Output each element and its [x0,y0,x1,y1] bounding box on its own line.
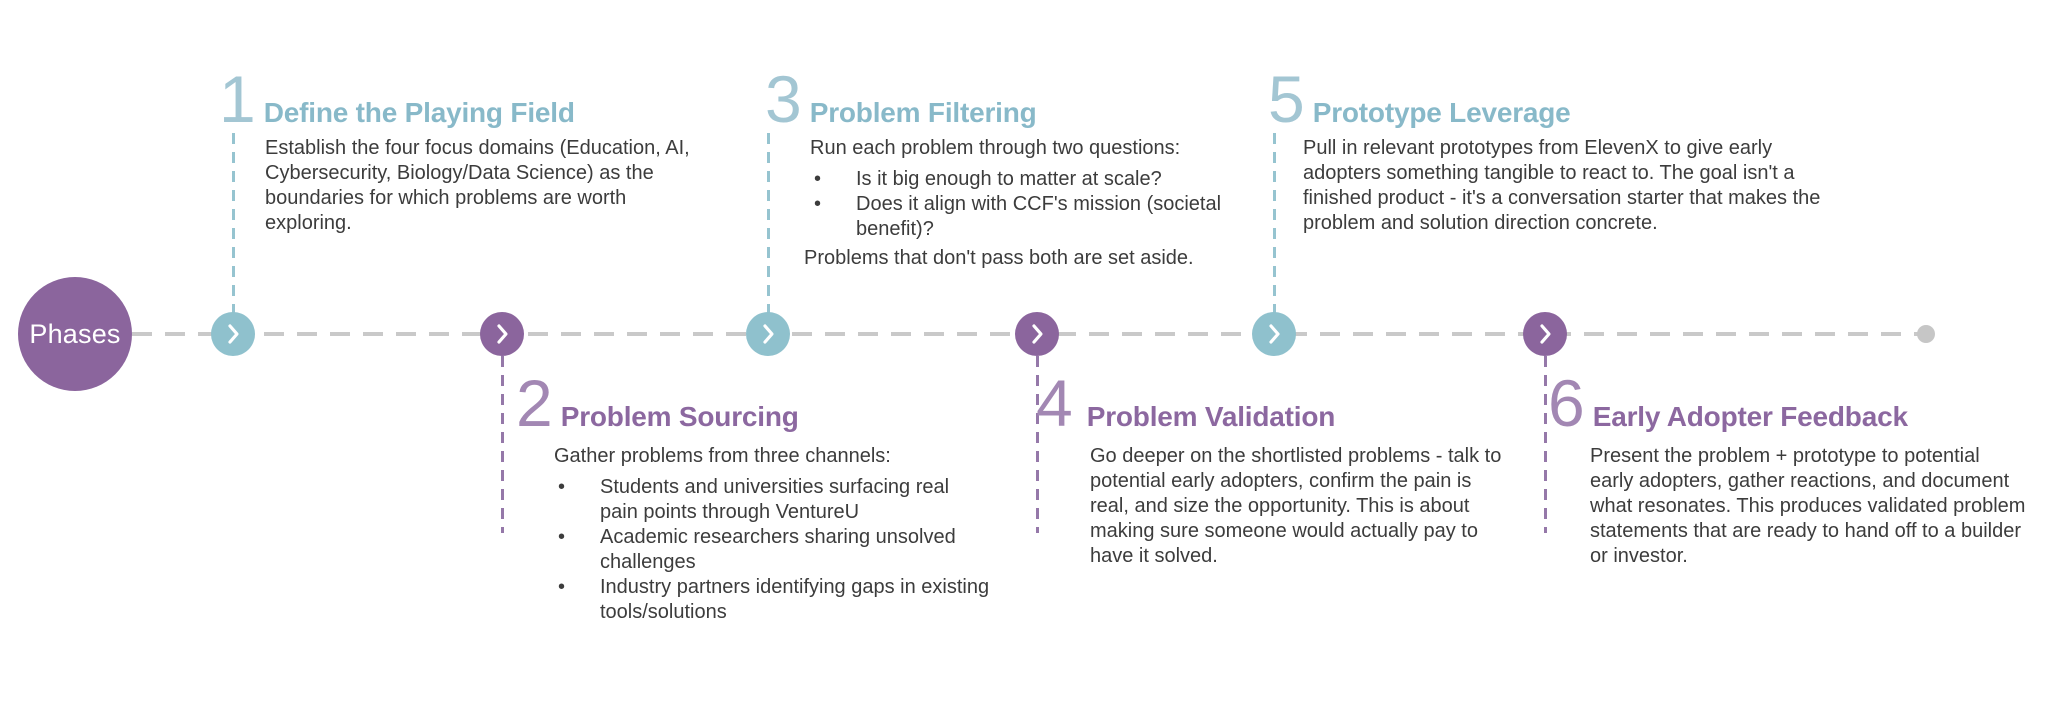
phase-5-title: Prototype Leverage [1312,97,1571,128]
phase-1-number: 1 [219,62,256,136]
bullet-item: Does it align with CCF's mission (societ… [810,192,1270,242]
phase-2-heading: 2 Problem Sourcing [516,370,990,436]
phase-3-block: 3 Problem Filtering Run each problem thr… [765,66,1270,271]
connector-phase-5 [1272,133,1276,313]
phase-2-number: 2 [516,366,553,440]
phases-label-circle: Phases [18,277,132,391]
connector-phase-1 [231,133,235,313]
phase-4-number: 4 [1036,366,1073,440]
phase-3-description: Run each problem through two questions: … [804,136,1270,271]
phase-3-title: Problem Filtering [809,97,1037,128]
phase-2-intro: Gather problems from three channels: [554,445,891,467]
phase-6-heading: 6 Early Adopter Feedback [1548,370,2028,436]
phase-3-bullet-list: Is it big enough to matter at scale? Doe… [810,167,1270,242]
phase-1-block: 1 Define the Playing Field Establish the… [219,66,697,236]
connector-phase-6 [1543,356,1547,533]
phase-4-description: Go deeper on the shortlisted problems - … [1090,445,1502,567]
timeline-node-2 [480,312,524,356]
phase-6-block: 6 Early Adopter Feedback Present the pro… [1548,370,2028,569]
chevron-right-icon [1540,324,1551,344]
phase-2-description: Gather problems from three channels: Stu… [554,444,990,625]
phase-3-heading: 3 Problem Filtering [765,66,1270,132]
phase-4-block: 4 Problem Validation Go deeper on the sh… [1036,370,1515,569]
timeline-node-5 [1252,312,1296,356]
phase-5-heading: 5 Prototype Leverage [1268,66,1823,132]
phase-6-number: 6 [1548,366,1585,440]
phase-2-block: 2 Problem Sourcing Gather problems from … [516,370,990,625]
chevron-right-icon [497,324,508,344]
phase-3-footnote: Problems that don't pass both are set as… [804,247,1194,269]
phase-2-title: Problem Sourcing [560,401,799,432]
connector-phase-3 [766,133,770,313]
timeline-node-6 [1523,312,1567,356]
phase-1-title: Define the Playing Field [263,97,575,128]
phase-2-bullet-list: Students and universities surfacing real… [554,475,990,625]
bullet-item: Students and universities surfacing real… [554,475,990,525]
phase-3-intro: Run each problem through two questions: [810,137,1181,159]
phase-1-heading: 1 Define the Playing Field [219,66,697,132]
bullet-item: Industry partners identifying gaps in ex… [554,575,990,625]
phase-4-title: Problem Validation [1086,401,1336,432]
chevron-right-icon [228,324,239,344]
phase-1-description: Establish the four focus domains (Educat… [265,137,690,234]
timeline-node-4 [1015,312,1059,356]
phase-5-number: 5 [1268,62,1305,136]
chevron-right-icon [763,324,774,344]
phase-3-number: 3 [765,62,802,136]
bullet-item: Academic researchers sharing unsolved ch… [554,525,990,575]
phases-label: Phases [29,318,121,349]
chevron-right-icon [1269,324,1280,344]
timeline-end-dot [1917,325,1935,343]
phase-4-heading: 4 Problem Validation [1036,370,1515,436]
chevron-right-icon [1032,324,1043,344]
connector-phase-4 [1035,356,1039,533]
timeline-node-3 [746,312,790,356]
phase-6-description: Present the problem + prototype to poten… [1590,445,2026,567]
bullet-item: Is it big enough to matter at scale? [810,167,1270,192]
phase-6-title: Early Adopter Feedback [1592,401,1908,432]
phase-5-description: Pull in relevant prototypes from ElevenX… [1303,137,1821,234]
connector-phase-2 [500,356,504,533]
phase-5-block: 5 Prototype Leverage Pull in relevant pr… [1268,66,1823,236]
timeline-node-1 [211,312,255,356]
